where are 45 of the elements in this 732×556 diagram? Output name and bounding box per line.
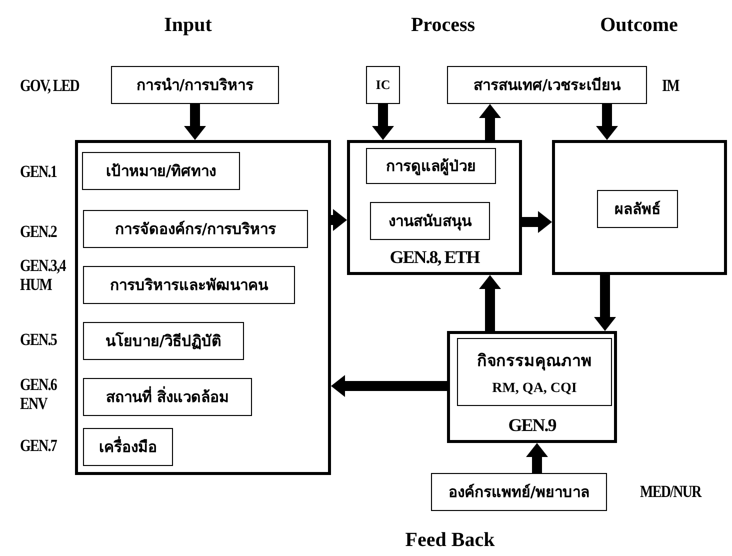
side-label: GOV, LED [20, 76, 80, 95]
side-label: IM [662, 76, 680, 95]
text-box: การจัดองค์กร/การบริหาร [83, 210, 308, 248]
block-arrow [479, 104, 501, 140]
box-caption: GEN.8, ETH [390, 247, 480, 268]
box-caption: GEN.9 [508, 415, 556, 436]
block-arrow [594, 275, 616, 331]
text-box: สารสนเทศ/เวชระเบียน [447, 66, 647, 104]
box-title: กิจกรรมคุณภาพ [477, 350, 592, 372]
block-arrow [526, 443, 548, 473]
side-label: GEN.2 [20, 222, 58, 241]
text-box [457, 338, 612, 406]
side-label: GEN.6 ENV [20, 375, 58, 413]
side-label: GEN.1 [20, 162, 58, 181]
block-arrow [596, 104, 618, 140]
outcome-box [552, 140, 727, 275]
text-box: นโยบาย/วิธีปฏิบัติ [83, 322, 244, 360]
block-arrow [331, 375, 447, 397]
input-box [75, 140, 331, 475]
column-heading: Process [410, 14, 476, 37]
side-label: GEN.5 [20, 330, 58, 349]
side-label: GEN.7 [20, 436, 58, 455]
block-arrow [331, 209, 347, 231]
process-box [347, 140, 522, 275]
text-box: องค์กรแพทย์/พยาบาล [431, 473, 607, 511]
quality-box [447, 331, 617, 443]
side-label: GEN.3,4 HUM [20, 256, 67, 294]
text-box: ผลลัพธ์ [597, 190, 678, 228]
column-heading: Input [164, 14, 212, 37]
block-arrow [184, 104, 206, 140]
side-label: MED/NUR [640, 482, 701, 501]
text-box: การดูแลผู้ป่วย [366, 148, 496, 184]
text-box: เป้าหมาย/ทิศทาง [82, 152, 240, 190]
text-box: IC [366, 66, 400, 104]
box-subtitle: RM, QA, CQI [492, 380, 577, 396]
block-arrow [372, 104, 394, 140]
text-box: การบริหารและพัฒนาคน [83, 266, 295, 304]
block-arrow [522, 211, 552, 233]
text-box: การนำ/การบริหาร [111, 66, 279, 104]
block-arrow [479, 275, 501, 331]
text-box: สถานที่ สิ่งแวดล้อม [83, 378, 252, 416]
column-heading: Feed Back [405, 529, 495, 552]
text-box: งานสนับสนุน [370, 202, 490, 240]
column-heading: Outcome [600, 14, 678, 37]
text-box: เครื่องมือ [83, 428, 173, 466]
